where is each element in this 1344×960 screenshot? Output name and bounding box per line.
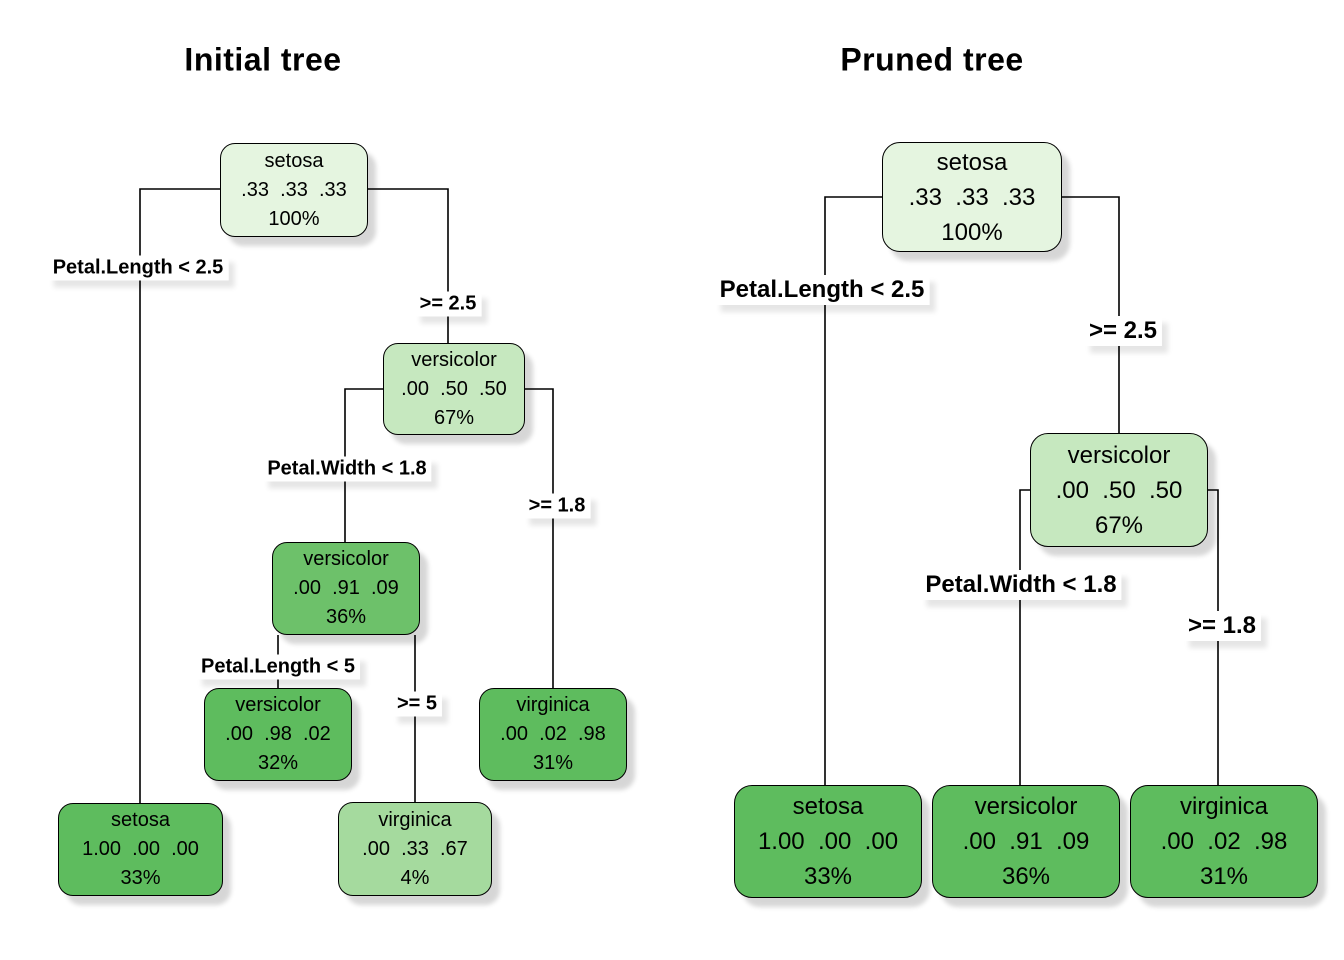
node-class-label: virginica bbox=[1179, 793, 1269, 820]
node-class-label: versicolor bbox=[1067, 441, 1171, 469]
node-versicolor-67: versicolor .00 .50 .50 67% bbox=[1030, 433, 1208, 547]
edge-initial-versicolor67-left bbox=[344, 388, 383, 542]
split-label-ge-1-8: >= 1.8 bbox=[1182, 611, 1262, 641]
leaf-virginica-31: virginica .00 .02 .98 31% bbox=[1130, 785, 1318, 898]
node-percent: 100% bbox=[941, 218, 1003, 246]
node-class-label: versicolor bbox=[411, 348, 497, 371]
node-probabilities: .00 .50 .50 bbox=[1055, 476, 1183, 504]
split-label-petal-width-lt-1-8: Petal.Width < 1.8 bbox=[920, 570, 1122, 600]
pruned-tree-title: Pruned tree bbox=[840, 41, 1024, 78]
edge-pruned-versicolor67-left bbox=[1019, 489, 1030, 785]
node-percent: 31% bbox=[1199, 863, 1249, 890]
split-label-ge-1-8: >= 1.8 bbox=[523, 493, 591, 519]
node-percent: 67% bbox=[1094, 511, 1144, 539]
node-class-label: setosa bbox=[936, 148, 1008, 176]
node-class-label: virginica bbox=[378, 808, 452, 831]
split-label-petal-width-lt-1-8: Petal.Width < 1.8 bbox=[262, 456, 432, 482]
node-versicolor-67: versicolor .00 .50 .50 67% bbox=[383, 343, 525, 435]
node-class-label: versicolor bbox=[303, 548, 389, 570]
leaf-setosa-33: setosa 1.00 .00 .00 33% bbox=[734, 785, 922, 898]
node-class-label: setosa bbox=[792, 793, 864, 820]
node-probabilities: .00 .02 .98 bbox=[1160, 828, 1288, 855]
node-class-label: virginica bbox=[516, 694, 590, 716]
node-class-label: setosa bbox=[264, 149, 324, 172]
node-percent: 67% bbox=[433, 406, 475, 429]
node-probabilities: .00 .91 .09 bbox=[293, 577, 399, 599]
split-label-petal-length-lt-2-5: Petal.Length < 2.5 bbox=[714, 275, 930, 305]
node-percent: 33% bbox=[120, 867, 161, 889]
node-percent: 36% bbox=[325, 606, 367, 628]
node-percent: 100% bbox=[268, 207, 320, 230]
node-percent: 36% bbox=[1001, 863, 1051, 890]
node-probabilities: .00 .02 .98 bbox=[500, 723, 606, 745]
node-percent: 32% bbox=[257, 752, 299, 774]
node-percent: 31% bbox=[532, 752, 574, 774]
initial-tree-title: Initial tree bbox=[184, 41, 342, 78]
node-probabilities: 1.00 .00 .00 bbox=[757, 828, 899, 855]
split-label-ge-2-5: >= 2.5 bbox=[1083, 316, 1163, 346]
node-root-setosa: setosa .33 .33 .33 100% bbox=[220, 143, 368, 237]
leaf-virginica-4: virginica .00 .33 .67 4% bbox=[338, 802, 492, 896]
node-probabilities: .00 .33 .67 bbox=[362, 837, 468, 860]
node-probabilities: .33 .33 .33 bbox=[241, 178, 347, 201]
split-label-petal-length-lt-2-5: Petal.Length < 2.5 bbox=[47, 255, 229, 281]
node-percent: 4% bbox=[400, 866, 430, 889]
leaf-virginica-31: virginica .00 .02 .98 31% bbox=[479, 688, 627, 781]
split-label-ge-2-5: >= 2.5 bbox=[414, 291, 482, 317]
edge-pruned-versicolor67-right bbox=[1208, 489, 1219, 785]
leaf-versicolor-32: versicolor .00 .98 .02 32% bbox=[204, 688, 352, 781]
node-class-label: versicolor bbox=[235, 694, 321, 716]
node-root-setosa: setosa .33 .33 .33 100% bbox=[882, 142, 1062, 252]
node-percent: 33% bbox=[803, 863, 853, 890]
node-probabilities: .00 .50 .50 bbox=[401, 377, 507, 400]
leaf-setosa-33: setosa 1.00 .00 .00 33% bbox=[58, 803, 223, 896]
node-probabilities: .00 .91 .09 bbox=[962, 828, 1090, 855]
node-probabilities: 1.00 .00 .00 bbox=[82, 838, 199, 860]
node-class-label: versicolor bbox=[974, 793, 1078, 820]
edge-initial-versicolor67-right bbox=[525, 388, 554, 688]
leaf-versicolor-36: versicolor .00 .91 .09 36% bbox=[932, 785, 1120, 898]
node-probabilities: .00 .98 .02 bbox=[225, 723, 331, 745]
split-label-ge-5: >= 5 bbox=[391, 691, 443, 717]
node-probabilities: .33 .33 .33 bbox=[908, 183, 1036, 211]
split-label-petal-length-lt-5: Petal.Length < 5 bbox=[196, 654, 360, 680]
node-class-label: setosa bbox=[111, 809, 170, 831]
node-versicolor-36: versicolor .00 .91 .09 36% bbox=[272, 542, 420, 635]
